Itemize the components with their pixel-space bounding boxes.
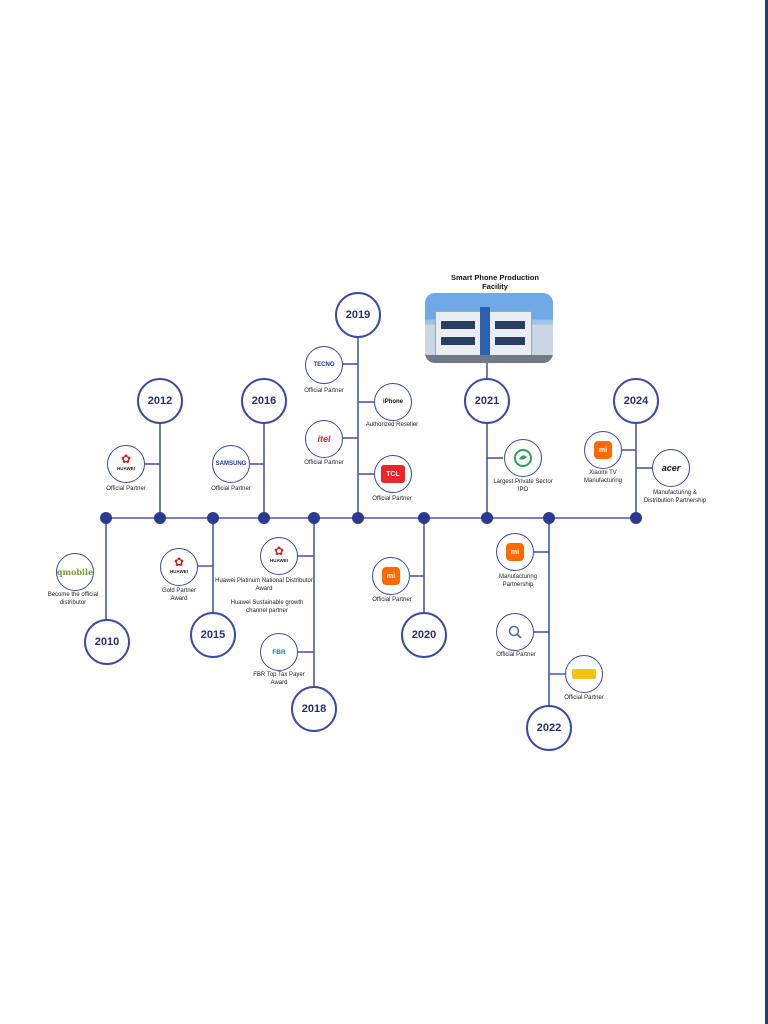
caption-2019-iphone: Authorized Reseller (365, 422, 419, 428)
year-2019: 2019 (335, 292, 381, 338)
year-2021: 2021 (464, 378, 510, 424)
year-2012: 2012 (137, 378, 183, 424)
caption-2022-manufacturing: Manufacturing Partnership (498, 574, 538, 588)
node-2012 (154, 512, 166, 524)
huawei-flower-icon: ✿HUAWEI (270, 544, 288, 563)
mi-logo-2022: mi (496, 533, 534, 571)
huawei-logo-2012: ✿HUAWEI (107, 445, 145, 483)
search-partner-icon (496, 613, 534, 651)
node-2022 (543, 512, 555, 524)
year-2020: 2020 (401, 612, 447, 658)
tcl-logo: TCL (374, 455, 412, 493)
acer-logo: acer (652, 449, 690, 487)
yellow-badge-icon (572, 669, 596, 679)
caption-2024-acer: Manufacturing & Distribution Partnership (643, 490, 707, 504)
caption-2019-tcl: Official Partner (372, 496, 412, 502)
mi-logo-2024: mi (584, 431, 622, 469)
samsung-logo: SAMSUNG (212, 445, 250, 483)
year-2018: 2018 (291, 686, 337, 732)
iphone-logo: iPhone (374, 383, 412, 421)
node-2016 (258, 512, 270, 524)
ipo-icon (504, 439, 542, 477)
node-2018 (308, 512, 320, 524)
itel-logo: itel (305, 420, 343, 458)
caption-2012: Official Partner (106, 486, 146, 492)
mi-logo-2020: mi (372, 557, 410, 595)
year-2016: 2016 (241, 378, 287, 424)
year-2010: 2010 (84, 619, 130, 665)
fbr-logo: FBR (260, 633, 298, 671)
caption-2024-xiaomi: Xiaomi TV Manufacturing (583, 470, 623, 484)
node-2021 (481, 512, 493, 524)
node-2015 (207, 512, 219, 524)
caption-2018-award: Huawei Platinum National Distributor Awa… (215, 578, 313, 592)
year-2015: 2015 (190, 612, 236, 658)
caption-2016: Official Partner (211, 486, 251, 492)
magnifier-icon (508, 625, 522, 639)
node-2010 (100, 512, 112, 524)
caption-2018-growth: Huawei Sustainable growth channel partne… (230, 600, 304, 614)
right-edge-bar (765, 0, 768, 1024)
caption-2022-official-1: Official Partner (496, 652, 536, 658)
year-2022: 2022 (526, 705, 572, 751)
node-2020 (418, 512, 430, 524)
year-2024: 2024 (613, 378, 659, 424)
node-2019 (352, 512, 364, 524)
production-facility-photo (425, 293, 553, 363)
huawei-flower-icon: ✿HUAWEI (170, 555, 188, 574)
caption-2021: Largest Private Sector IPO (493, 479, 553, 493)
caption-2020: Official Partner (372, 597, 412, 603)
caption-2015: Gold Partner Award (161, 588, 197, 602)
partner-logo-yellow (565, 655, 603, 693)
huawei-logo-2018: ✿HUAWEI (260, 537, 298, 575)
huawei-flower-icon: ✿HUAWEI (117, 452, 135, 471)
caption-2018-fbr: FBR Top Tax Payer Award (253, 672, 305, 686)
node-2024 (630, 512, 642, 524)
caption-2010: Become the official distributor (47, 592, 99, 606)
huawei-logo-2015: ✿HUAWEI (160, 548, 198, 586)
leaf-circle-icon (514, 449, 532, 467)
facility-title: Smart Phone Production Facility (451, 273, 539, 291)
tecno-logo: TECNO (305, 346, 343, 384)
caption-2019-tecno: Official Partner (304, 388, 344, 394)
caption-2022-official-2: Official Partner (564, 695, 604, 701)
caption-2019-itel: Official Partner (304, 460, 344, 466)
qmobile-logo: qmobile (56, 553, 94, 591)
